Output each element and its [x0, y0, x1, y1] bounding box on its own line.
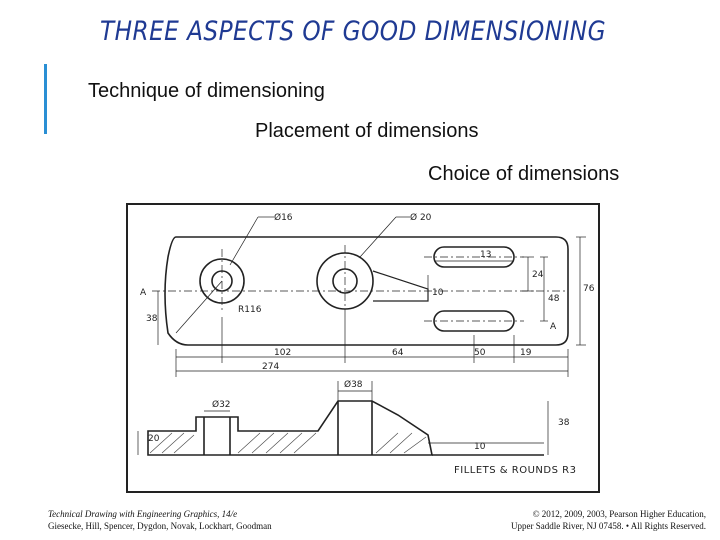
- dim-20: 20: [148, 434, 160, 444]
- dim-50: 50: [474, 348, 486, 358]
- dim-10-top: 10: [432, 288, 444, 298]
- footer-copyright-line2: Upper Saddle River, NJ 07458. • All Righ…: [510, 521, 706, 531]
- section-a-left: A: [140, 288, 147, 298]
- dim-r116: R116: [238, 305, 262, 315]
- dim-10-bottom: 10: [474, 442, 486, 452]
- dim-dia38: Ø38: [344, 379, 363, 390]
- dim-slot13: 13: [480, 250, 491, 260]
- bullet-placement: Placement of dimensions: [255, 120, 479, 142]
- dim-24: 24: [532, 270, 544, 280]
- footer-copyright-line1: © 2012, 2009, 2003, Pearson Higher Educa…: [532, 509, 706, 519]
- dim-38-left: 38: [146, 314, 158, 324]
- dim-19: 19: [520, 348, 532, 358]
- dim-274: 274: [262, 362, 279, 372]
- footer-authors: Giesecke, Hill, Spencer, Dygdon, Novak, …: [48, 521, 272, 531]
- dim-dia32: Ø32: [212, 399, 231, 410]
- accent-bar: [44, 64, 47, 134]
- dim-38-right: 38: [558, 418, 570, 428]
- section-a-right: A: [550, 322, 557, 332]
- footer-citation: Technical Drawing with Engineering Graph…: [48, 508, 272, 532]
- dim-dia16: Ø16: [274, 212, 293, 223]
- bullet-choice: Choice of dimensions: [428, 163, 620, 185]
- footer-book-title: Technical Drawing with Engineering Graph…: [48, 509, 238, 519]
- slide-title: THREE ASPECTS OF GOOD DIMENSIONING: [100, 16, 607, 47]
- dim-64: 64: [392, 348, 404, 358]
- technical-drawing: Ø16 Ø 20 13 24 76 48 10 R116 38 A A 102 …: [126, 203, 600, 493]
- dim-76: 76: [583, 284, 595, 294]
- drawing-svg: Ø16 Ø 20 13 24 76 48 10 R116 38 A A 102 …: [137, 212, 595, 476]
- dim-102: 102: [274, 348, 291, 358]
- bullet-technique: Technique of dimensioning: [88, 80, 325, 102]
- dim-dia20: Ø 20: [410, 212, 432, 223]
- dim-48: 48: [548, 294, 560, 304]
- footer-copyright: © 2012, 2009, 2003, Pearson Higher Educa…: [511, 508, 706, 532]
- fillets-note: FILLETS & ROUNDS R3: [454, 465, 576, 476]
